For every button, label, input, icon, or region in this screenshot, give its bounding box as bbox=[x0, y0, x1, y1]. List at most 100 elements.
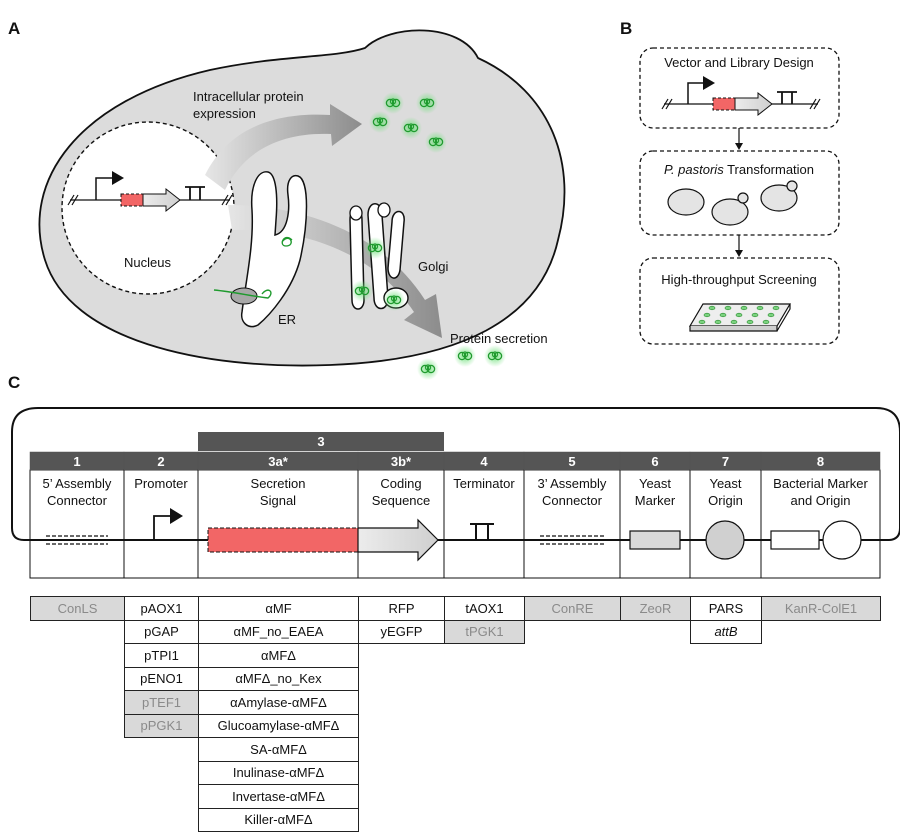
part-name-line1: Bacterial Marker bbox=[773, 476, 868, 491]
library-part-col4: tAOX1 bbox=[444, 596, 525, 621]
yeast-marker-glyph bbox=[629, 530, 681, 550]
part-number: 3b* bbox=[391, 454, 412, 469]
part-name-line1: 5’ Assembly bbox=[43, 476, 112, 491]
coding-sequence-glyph bbox=[357, 518, 439, 562]
intracellular-label-line1: Intracellular protein bbox=[193, 89, 304, 104]
vector-design-icon bbox=[661, 76, 821, 117]
group-3-label: 3 bbox=[317, 434, 324, 449]
group-3-header bbox=[198, 432, 444, 451]
part-cell bbox=[523, 469, 621, 579]
part-name-line1: Secretion bbox=[251, 476, 306, 491]
part-name-line1: Terminator bbox=[453, 476, 515, 491]
part-number: 3a* bbox=[268, 454, 288, 469]
species-name: P. pastoris bbox=[664, 162, 724, 177]
library-part-col2: pGAP bbox=[124, 619, 199, 644]
library-part-col3b: RFP bbox=[358, 596, 445, 621]
intracellular-label-line2: expression bbox=[193, 106, 256, 121]
library-part-col4: tPGK1 bbox=[444, 619, 525, 644]
promoter-glyph bbox=[153, 508, 183, 540]
library-part-col7: attB bbox=[690, 619, 762, 644]
library-part-col3a: Glucoamylase-αMFΔ bbox=[198, 713, 359, 738]
panel-label-a: A bbox=[8, 19, 20, 38]
panel-label-b: B bbox=[620, 19, 632, 38]
yeast-origin-glyph bbox=[705, 520, 745, 560]
part-number: 8 bbox=[817, 454, 824, 469]
library-part-col3a: αMFΔ bbox=[198, 643, 359, 668]
part-name-line2: and Origin bbox=[791, 493, 851, 508]
part-name-line1: Yeast bbox=[709, 476, 741, 491]
part-number: 5 bbox=[568, 454, 575, 469]
library-part-col6: ZeoR bbox=[620, 596, 691, 621]
library-part-col5: ConRE bbox=[524, 596, 621, 621]
part-name-line2: Marker bbox=[635, 493, 676, 508]
part-name-line1: Coding bbox=[380, 476, 421, 491]
library-part-col2: pENO1 bbox=[124, 666, 199, 691]
library-part-col3a: αMFΔ_no_Kex bbox=[198, 666, 359, 691]
golgi-label: Golgi bbox=[418, 259, 448, 274]
intracellular-arrow bbox=[205, 104, 362, 190]
nucleus-gene-cassette bbox=[67, 171, 233, 213]
nucleus-label: Nucleus bbox=[124, 255, 171, 270]
part-cell bbox=[29, 469, 125, 579]
library-part-col7: PARS bbox=[690, 596, 762, 621]
library-part-col2: pTEF1 bbox=[124, 690, 199, 715]
library-part-col3a: Killer-αMFΔ bbox=[198, 807, 359, 832]
workflow-step-design-label: Vector and Library Design bbox=[664, 55, 814, 70]
part-cell bbox=[123, 469, 199, 579]
library-part-col3a: Invertase-αMFΔ bbox=[198, 784, 359, 809]
panel-label-c: C bbox=[8, 373, 20, 392]
secretion-label: Protein secretion bbox=[450, 331, 548, 346]
library-part-col3a: αMF_no_EAEA bbox=[198, 619, 359, 644]
part-number: 6 bbox=[651, 454, 658, 469]
part-name-line1: 3’ Assembly bbox=[538, 476, 607, 491]
yeast-cells-icon bbox=[667, 180, 798, 226]
workflow-arrowhead-2 bbox=[735, 250, 743, 257]
library-part-col3b: yEGFP bbox=[358, 619, 445, 644]
part-number: 2 bbox=[157, 454, 164, 469]
part-name-line2: Connector bbox=[47, 493, 108, 508]
terminator-glyph bbox=[470, 523, 494, 540]
workflow-step-design bbox=[639, 47, 840, 129]
er-label: ER bbox=[278, 312, 296, 327]
part-number: 7 bbox=[722, 454, 729, 469]
well-plate-icon bbox=[688, 303, 792, 332]
part-number: 1 bbox=[73, 454, 80, 469]
part-name-line2: Sequence bbox=[372, 493, 431, 508]
connector-3-glyph bbox=[540, 535, 604, 545]
part-name-line2: Signal bbox=[260, 493, 296, 508]
part-cell bbox=[197, 469, 359, 579]
library-part-col1: ConLS bbox=[30, 596, 125, 621]
endoplasmic-reticulum bbox=[213, 171, 308, 328]
library-part-col3a: Inulinase-αMFΔ bbox=[198, 760, 359, 785]
workflow-step-transformation-label: P. pastoris Transformation bbox=[664, 162, 814, 177]
library-part-col2: pPGK1 bbox=[124, 713, 199, 738]
part-name-line1: Yeast bbox=[639, 476, 671, 491]
part-name-line2: Origin bbox=[708, 493, 743, 508]
part-number: 4 bbox=[480, 454, 488, 469]
library-part-col3a: αAmylase-αMFΔ bbox=[198, 690, 359, 715]
bacterial-marker-glyph bbox=[770, 530, 820, 550]
library-part-col2: pTPI1 bbox=[124, 643, 199, 668]
connector-5-glyph bbox=[46, 535, 108, 545]
part-name-line1: Promoter bbox=[134, 476, 188, 491]
bacterial-origin-glyph bbox=[822, 520, 862, 560]
part-name-line2: Connector bbox=[542, 493, 603, 508]
plasmid-backbone bbox=[11, 407, 900, 541]
secretion-signal-glyph bbox=[207, 527, 359, 553]
workflow-step-screening-label: High-throughput Screening bbox=[661, 272, 816, 287]
workflow-arrowhead-1 bbox=[735, 143, 743, 150]
part-cell bbox=[357, 469, 445, 579]
library-part-col3a: αMF bbox=[198, 596, 359, 621]
library-part-col2: pAOX1 bbox=[124, 596, 199, 621]
workflow-step-screening bbox=[639, 257, 840, 345]
library-part-col3a: SA-αMFΔ bbox=[198, 737, 359, 762]
